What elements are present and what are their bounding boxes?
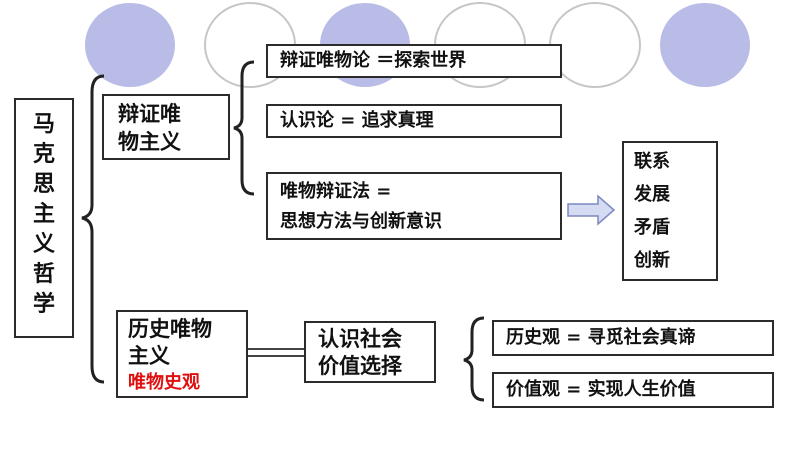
historical-materialism-box: 历史唯物 主义 唯物史观: [116, 310, 248, 398]
root-char: 学: [32, 292, 55, 317]
root-char: 主: [32, 202, 55, 227]
hm-red-label: 唯物史观: [128, 372, 200, 393]
concept-item: 发展: [634, 184, 670, 205]
box-text: 思想方法与创新意识: [280, 211, 442, 232]
box-text: 历史观 = 寻觅社会真谛: [506, 327, 696, 348]
sv-brace: [463, 316, 485, 402]
decor-circle: [660, 3, 750, 87]
root-char: 义: [32, 232, 55, 257]
root-char: 克: [32, 142, 55, 167]
materialist-dialectics-box: 唯物辩证法 = 思想方法与创新意识: [266, 172, 562, 240]
decorative-circles: [85, 2, 750, 88]
dialectical-materialism-box: 辩证唯 物主义: [102, 94, 230, 160]
concept-item: 矛盾: [634, 217, 670, 238]
dm-line: 物主义: [118, 130, 181, 154]
marxist-philosophy-box: 马 克 思 主 义 哲 学: [14, 98, 74, 338]
decor-circle: [85, 3, 175, 87]
sv-line: 认识社会: [318, 327, 402, 351]
hm-line: 历史唯物: [128, 317, 212, 341]
root-brace: [81, 74, 105, 384]
box-text: 唯物辩证法 =: [280, 181, 392, 202]
root-char: 思: [32, 172, 55, 197]
value-view-box: 价值观 = 实现人生价值: [492, 372, 774, 408]
concept-item: 联系: [634, 151, 670, 172]
root-char: 马: [32, 112, 55, 137]
society-values-box: 认识社会 价值选择: [304, 321, 436, 383]
dialectical-materialism-world-box: 辩证唯物论 ＝探索世界: [266, 44, 562, 78]
concept-item: 创新: [634, 250, 670, 271]
history-view-box: 历史观 = 寻觅社会真谛: [492, 320, 774, 356]
epistemology-box: 认识论 = 追求真理: [266, 104, 562, 138]
method-concepts-box: 联系 发展 矛盾 创新: [622, 141, 718, 281]
box-text: 价值观 = 实现人生价值: [506, 379, 696, 400]
box-text: 认识论 = 追求真理: [280, 110, 434, 131]
root-char: 哲: [32, 262, 55, 287]
dm-line: 辩证唯: [118, 102, 181, 126]
hm-line: 主义: [128, 344, 170, 368]
box-text: 辩证唯物论 ＝探索世界: [280, 50, 467, 71]
right-arrow: [567, 194, 616, 226]
sv-line: 价值选择: [318, 354, 402, 378]
decor-circle: [549, 2, 641, 88]
